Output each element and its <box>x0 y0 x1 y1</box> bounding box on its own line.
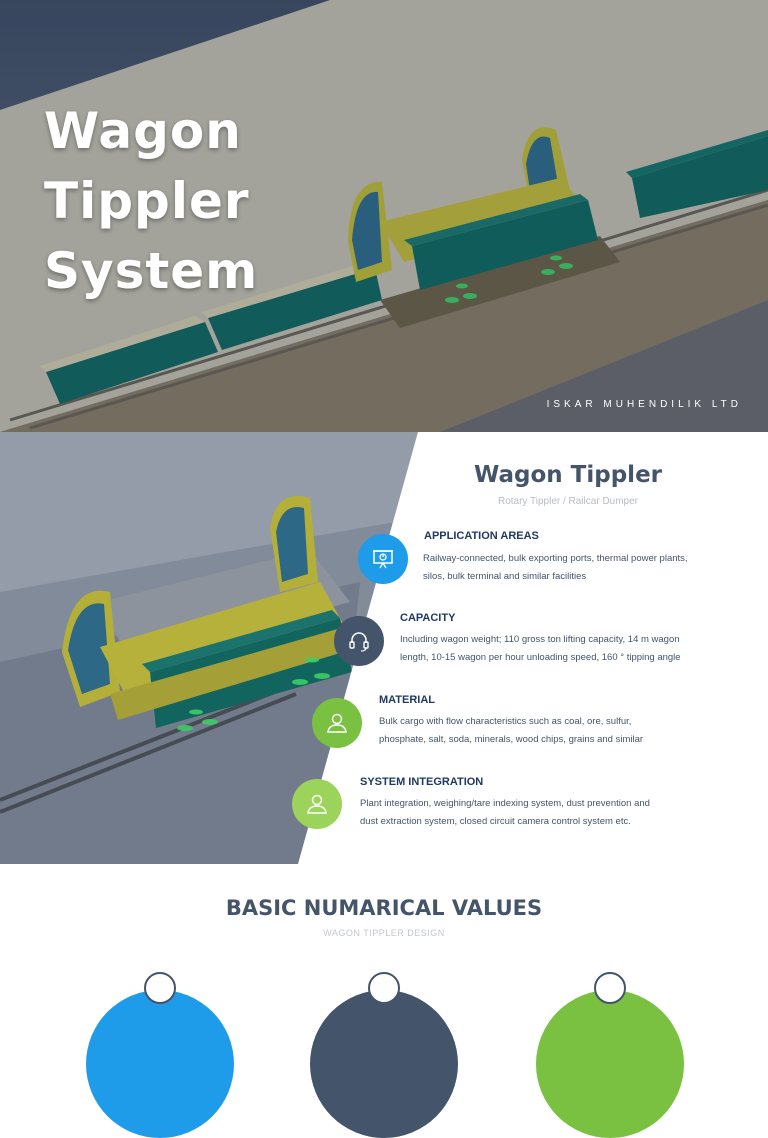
feature-title-material: MATERIAL <box>379 694 436 706</box>
numerical-title: BASIC NUMARICAL VALUES <box>225 896 543 920</box>
feature-title-application-areas: APPLICATION AREAS <box>424 530 539 542</box>
user-icon <box>327 713 347 733</box>
feature-desc-material: Bulk cargo with flow characteristics suc… <box>379 713 719 749</box>
hero-title-line-2: System <box>44 242 259 300</box>
feature-desc-system-integration: Plant integration, weighing/tare indexin… <box>360 795 700 831</box>
feature-desc-line: Plant integration, weighing/tare indexin… <box>360 798 650 809</box>
system-integration-badge <box>292 779 342 829</box>
feature-desc-line: length, 10-15 wagon per hour unloading s… <box>400 652 681 663</box>
value-circle-2 <box>310 990 458 1138</box>
info-subtitle: Rotary Tippler / Railcar Dumper <box>497 496 639 507</box>
feature-desc-capacity: Including wagon weight; 110 gross ton li… <box>400 631 740 667</box>
value-circle-1 <box>86 990 234 1138</box>
info-title: Wagon Tippler <box>473 462 663 488</box>
feature-title-system-integration: SYSTEM INTEGRATION <box>360 776 484 788</box>
feature-desc-application-areas: Railway-connected, bulk exporting ports,… <box>423 550 763 586</box>
numerical-subtitle: WAGON TIPPLER DESIGN <box>323 928 445 938</box>
info-section: Wagon Tippler Rotary Tippler / Railcar D… <box>0 432 768 864</box>
tippler-side-render <box>0 432 768 864</box>
feature-desc-line: silos, bulk terminal and similar facilit… <box>423 571 587 582</box>
material-badge <box>312 698 362 748</box>
feature-desc-line: Including wagon weight; 110 gross ton li… <box>400 634 680 645</box>
value-circle-1-knob <box>144 972 176 1004</box>
application-areas-badge <box>358 534 408 584</box>
hero-title-line-1: Wagon Tippler <box>44 102 250 230</box>
feature-desc-line: phosphate, salt, soda, minerals, wood ch… <box>379 734 644 745</box>
feature-title-capacity: CAPACITY <box>400 612 456 624</box>
value-circle-3 <box>536 990 684 1138</box>
presentation-icon <box>373 550 393 569</box>
feature-desc-line: Railway-connected, bulk exporting ports,… <box>423 553 688 564</box>
feature-desc-line: Bulk cargo with flow characteristics suc… <box>379 716 632 727</box>
value-circle-2-knob <box>368 972 400 1004</box>
wagon-tippler-render <box>0 0 768 432</box>
headset-icon <box>349 632 369 652</box>
capacity-badge <box>334 616 384 666</box>
company-name: ISKAR MUHENDILIK LTD <box>546 399 742 410</box>
user-icon <box>307 794 327 814</box>
value-circle-3-knob <box>594 972 626 1004</box>
feature-desc-line: dust extraction system, closed circuit c… <box>360 816 631 827</box>
